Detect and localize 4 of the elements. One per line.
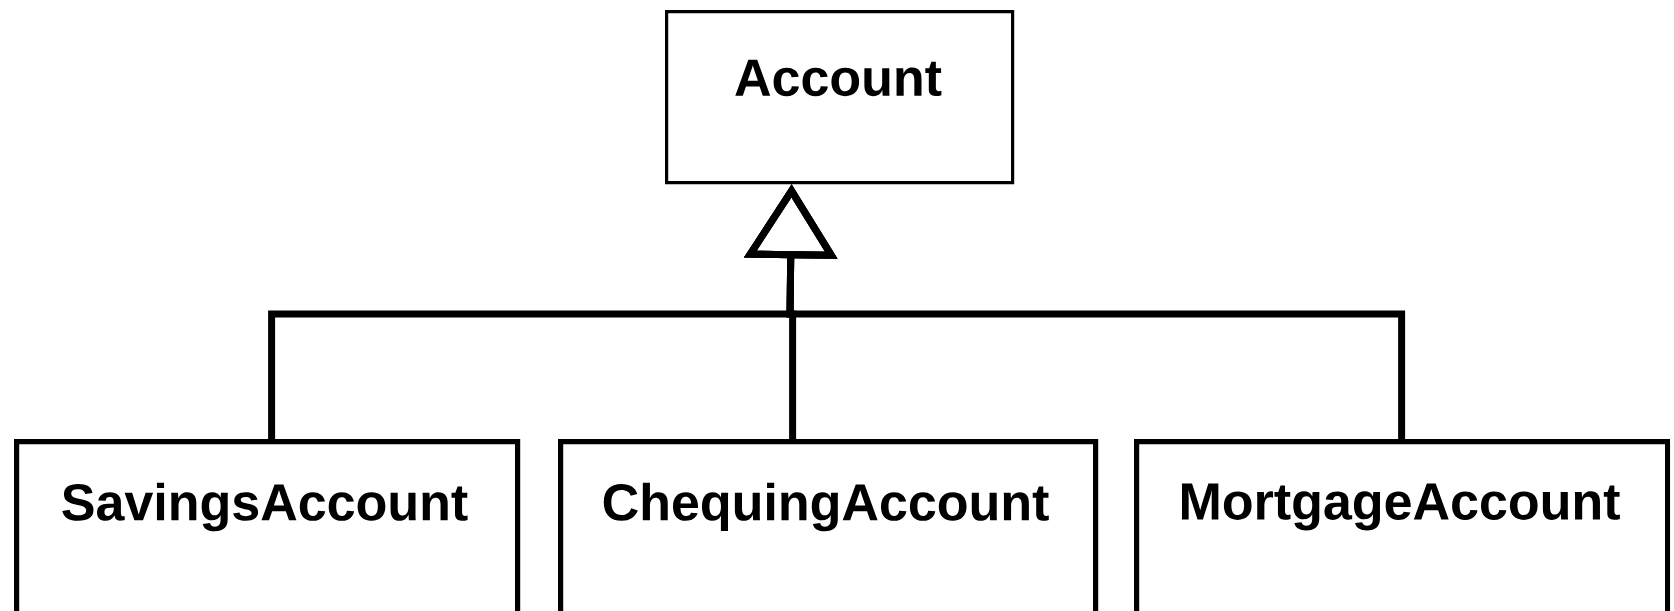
class-box: SavingsAccount: [14, 439, 521, 611]
class-box: ChequingAccount: [558, 439, 1099, 611]
class-box: MortgageAccount: [1134, 439, 1671, 611]
class-box: Account: [665, 10, 1015, 185]
